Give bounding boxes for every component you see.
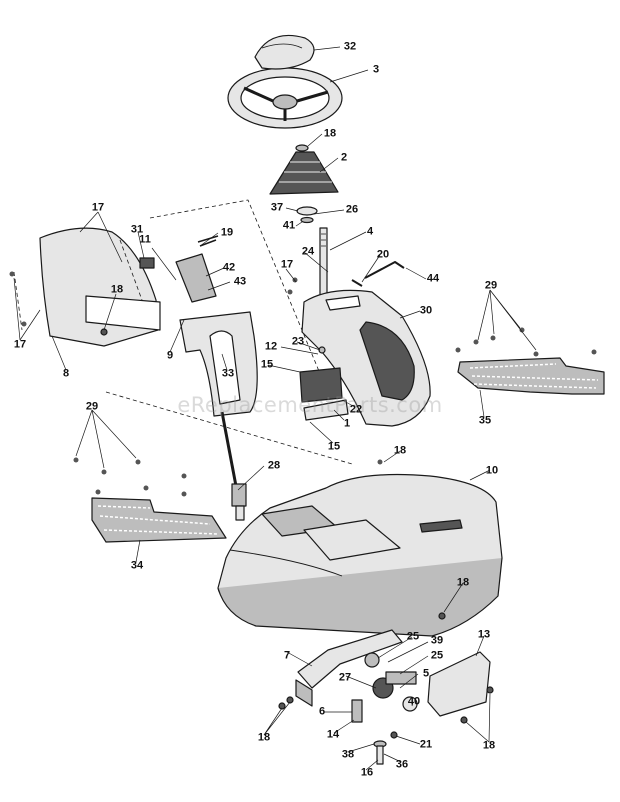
steering-wheel [227, 34, 343, 129]
callout-5[interactable]: 5 [422, 667, 430, 680]
steering-column [220, 411, 247, 521]
callout-39[interactable]: 39 [430, 634, 444, 647]
callout-27[interactable]: 27 [338, 671, 352, 684]
callout-4[interactable]: 4 [366, 225, 374, 238]
callout-22[interactable]: 22 [349, 403, 363, 416]
callout-19[interactable]: 19 [220, 226, 234, 239]
callout-18[interactable]: 18 [323, 127, 337, 140]
callout-36[interactable]: 36 [395, 758, 409, 771]
callout-6[interactable]: 6 [318, 705, 326, 718]
callout-34[interactable]: 34 [130, 559, 144, 572]
callout-18[interactable]: 18 [110, 283, 124, 296]
callout-43[interactable]: 43 [233, 275, 247, 288]
callout-11[interactable]: 11 [139, 233, 151, 246]
hairpin [364, 261, 405, 279]
dash-housing [301, 289, 431, 427]
callout-33[interactable]: 33 [221, 367, 235, 380]
callout-37[interactable]: 37 [270, 201, 284, 214]
callout-44[interactable]: 44 [426, 272, 440, 285]
callout-21[interactable]: 21 [419, 738, 433, 751]
callout-29[interactable]: 29 [484, 279, 498, 292]
callout-9[interactable]: 9 [166, 349, 174, 362]
callout-20[interactable]: 20 [376, 248, 390, 261]
left-fender [39, 227, 161, 347]
callout-2[interactable]: 2 [340, 151, 348, 164]
callout-18[interactable]: 18 [456, 576, 470, 589]
callout-13[interactable]: 13 [477, 628, 491, 641]
callout-17[interactable]: 17 [91, 201, 105, 214]
callout-30[interactable]: 30 [419, 304, 433, 317]
axle-bracket [278, 612, 494, 765]
callout-3[interactable]: 3 [372, 63, 380, 76]
callout-25[interactable]: 25 [430, 649, 444, 662]
callout-25[interactable]: 25 [406, 630, 420, 643]
callout-31[interactable]: 31 [130, 223, 144, 236]
callout-15[interactable]: 15 [260, 358, 274, 371]
callout-18[interactable]: 18 [482, 739, 496, 752]
callout-15[interactable]: 15 [327, 440, 341, 453]
callout-23[interactable]: 23 [291, 335, 305, 348]
steering-shaft [319, 227, 328, 301]
body-panel [217, 473, 503, 637]
callout-14[interactable]: 14 [326, 728, 340, 741]
callout-38[interactable]: 38 [341, 748, 355, 761]
callout-12[interactable]: 12 [264, 340, 278, 353]
steering-boot [269, 144, 339, 224]
callout-8[interactable]: 8 [62, 367, 70, 380]
callout-40[interactable]: 40 [407, 695, 421, 708]
callout-24[interactable]: 24 [301, 245, 315, 258]
callout-28[interactable]: 28 [267, 459, 281, 472]
callout-42[interactable]: 42 [222, 261, 236, 274]
left-footrest [91, 497, 227, 543]
callout-17[interactable]: 17 [13, 338, 27, 351]
callout-35[interactable]: 35 [478, 414, 492, 427]
right-footrest [457, 357, 605, 395]
callout-17[interactable]: 17 [280, 258, 294, 271]
switch-bracket [299, 346, 349, 421]
steering-pedestal [139, 235, 258, 417]
callout-1[interactable]: 1 [343, 417, 351, 430]
callout-29[interactable]: 29 [85, 400, 99, 413]
callout-18[interactable]: 18 [257, 731, 271, 744]
callout-32[interactable]: 32 [343, 40, 357, 53]
callout-7[interactable]: 7 [283, 649, 291, 662]
callout-16[interactable]: 16 [360, 766, 374, 779]
callout-18[interactable]: 18 [393, 444, 407, 457]
callout-41[interactable]: 41 [282, 219, 296, 232]
callout-10[interactable]: 10 [485, 464, 499, 477]
callout-26[interactable]: 26 [345, 203, 359, 216]
